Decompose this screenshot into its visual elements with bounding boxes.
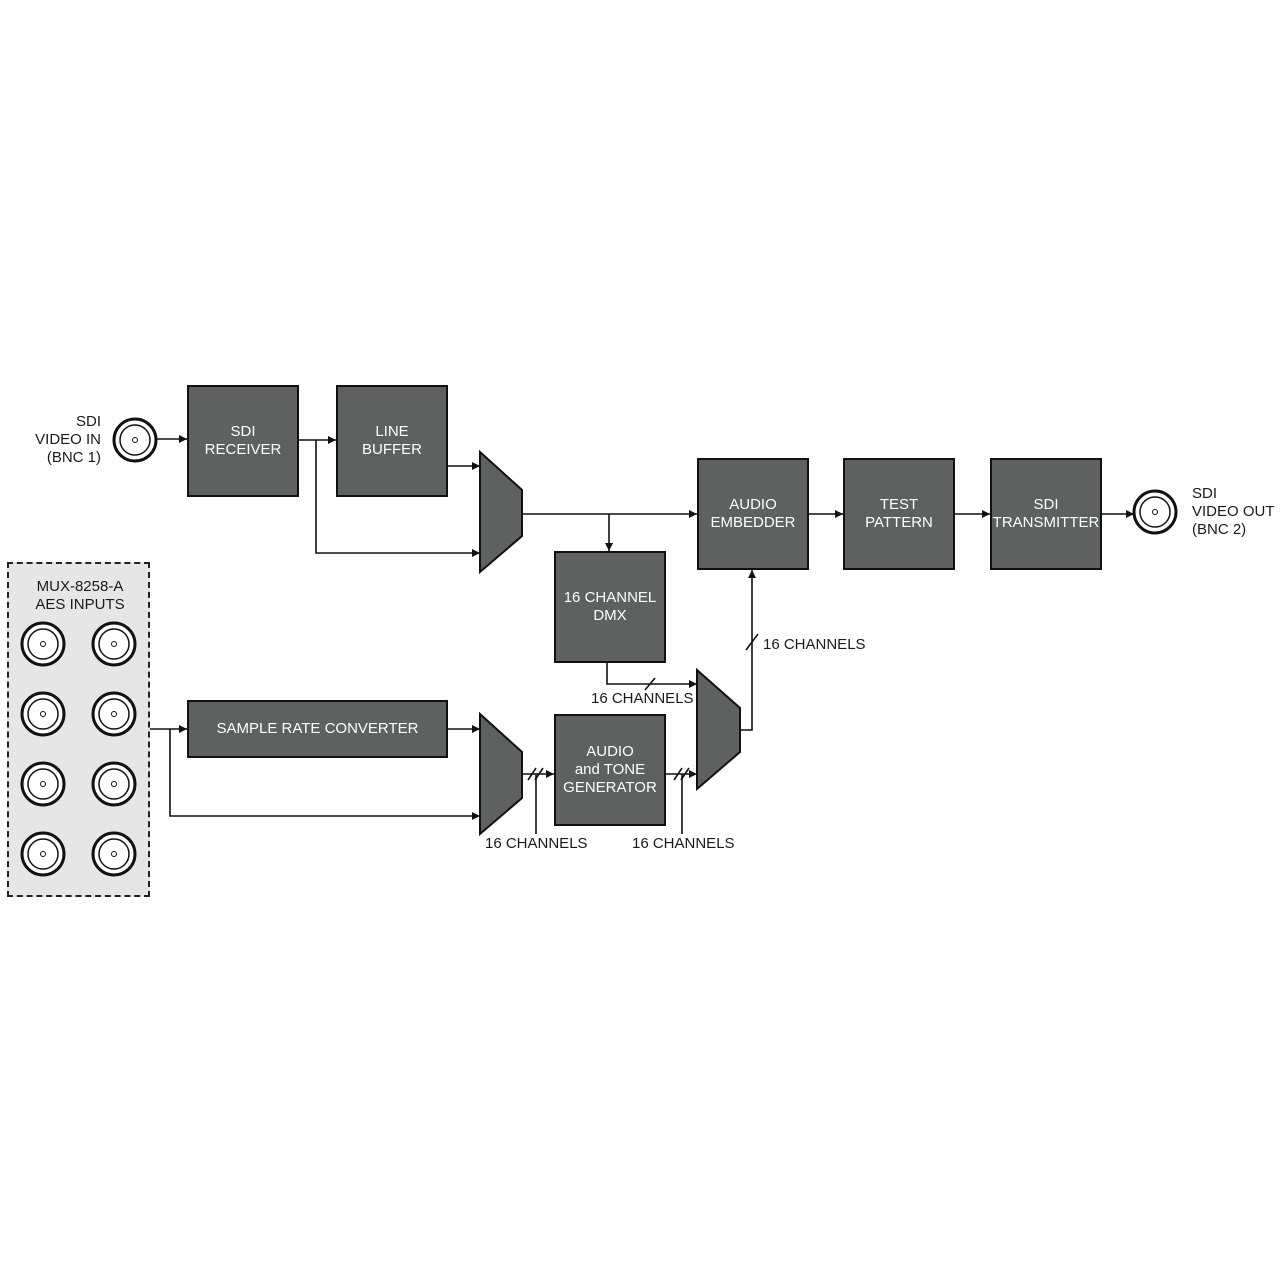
generator-channels-label: 16 CHANNELS bbox=[632, 835, 735, 852]
sample-rate-converter-block: SAMPLE RATE CONVERTER bbox=[187, 700, 448, 758]
audio-source-mux bbox=[696, 667, 741, 792]
video-mux bbox=[479, 449, 523, 575]
bnc-out-connector bbox=[1132, 489, 1178, 535]
aes-mux-channels-label: 16 CHANNELS bbox=[485, 835, 588, 852]
sdi-video-out-label: SDI VIDEO OUT (BNC 2) bbox=[1192, 485, 1275, 538]
aes-connector-grid bbox=[20, 621, 137, 877]
bnc-in-connector bbox=[112, 417, 158, 463]
embedder-channels-label: 16 CHANNELS bbox=[763, 636, 866, 653]
sdi-video-in-label: SDI VIDEO IN (BNC 1) bbox=[35, 413, 101, 466]
aes-input-mux bbox=[479, 711, 523, 837]
dmx-channels-label: 16 CHANNELS bbox=[591, 690, 694, 707]
aes-inputs-label: MUX-8258-A AES INPUTS bbox=[35, 578, 125, 613]
